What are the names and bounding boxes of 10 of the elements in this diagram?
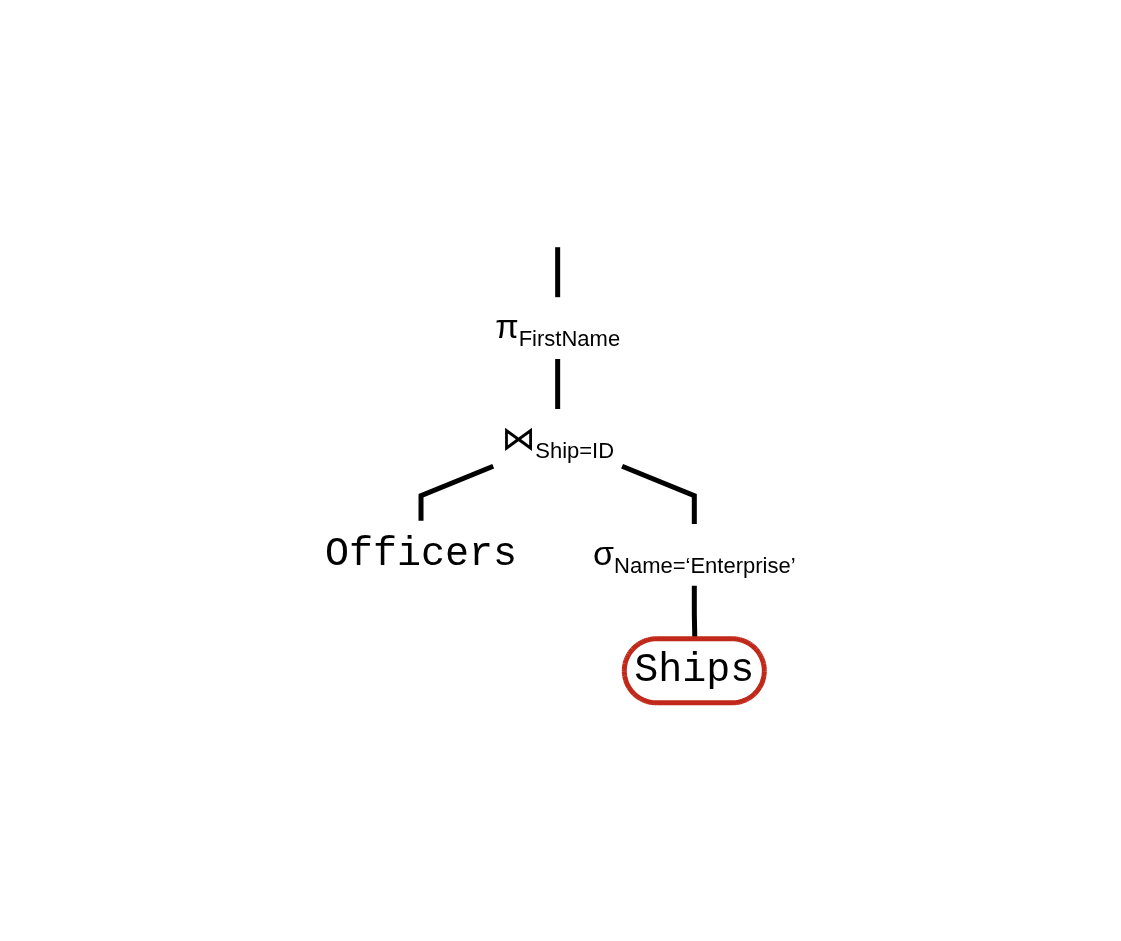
connector-line — [555, 358, 561, 409]
operator-label: σ$_{Name=‘Enterprise’}$ — [593, 533, 796, 578]
connector-line — [692, 585, 698, 639]
relation-name: Officers — [325, 531, 518, 577]
operator-label: ⋈$_{Ship=ID}$ — [501, 418, 615, 463]
operator-label: π$_{FirstName}$ — [495, 306, 621, 351]
connector-line — [621, 463, 697, 524]
connector-line — [418, 463, 495, 521]
connector-line — [555, 246, 561, 297]
highlighted-relation: Ships — [622, 635, 767, 705]
